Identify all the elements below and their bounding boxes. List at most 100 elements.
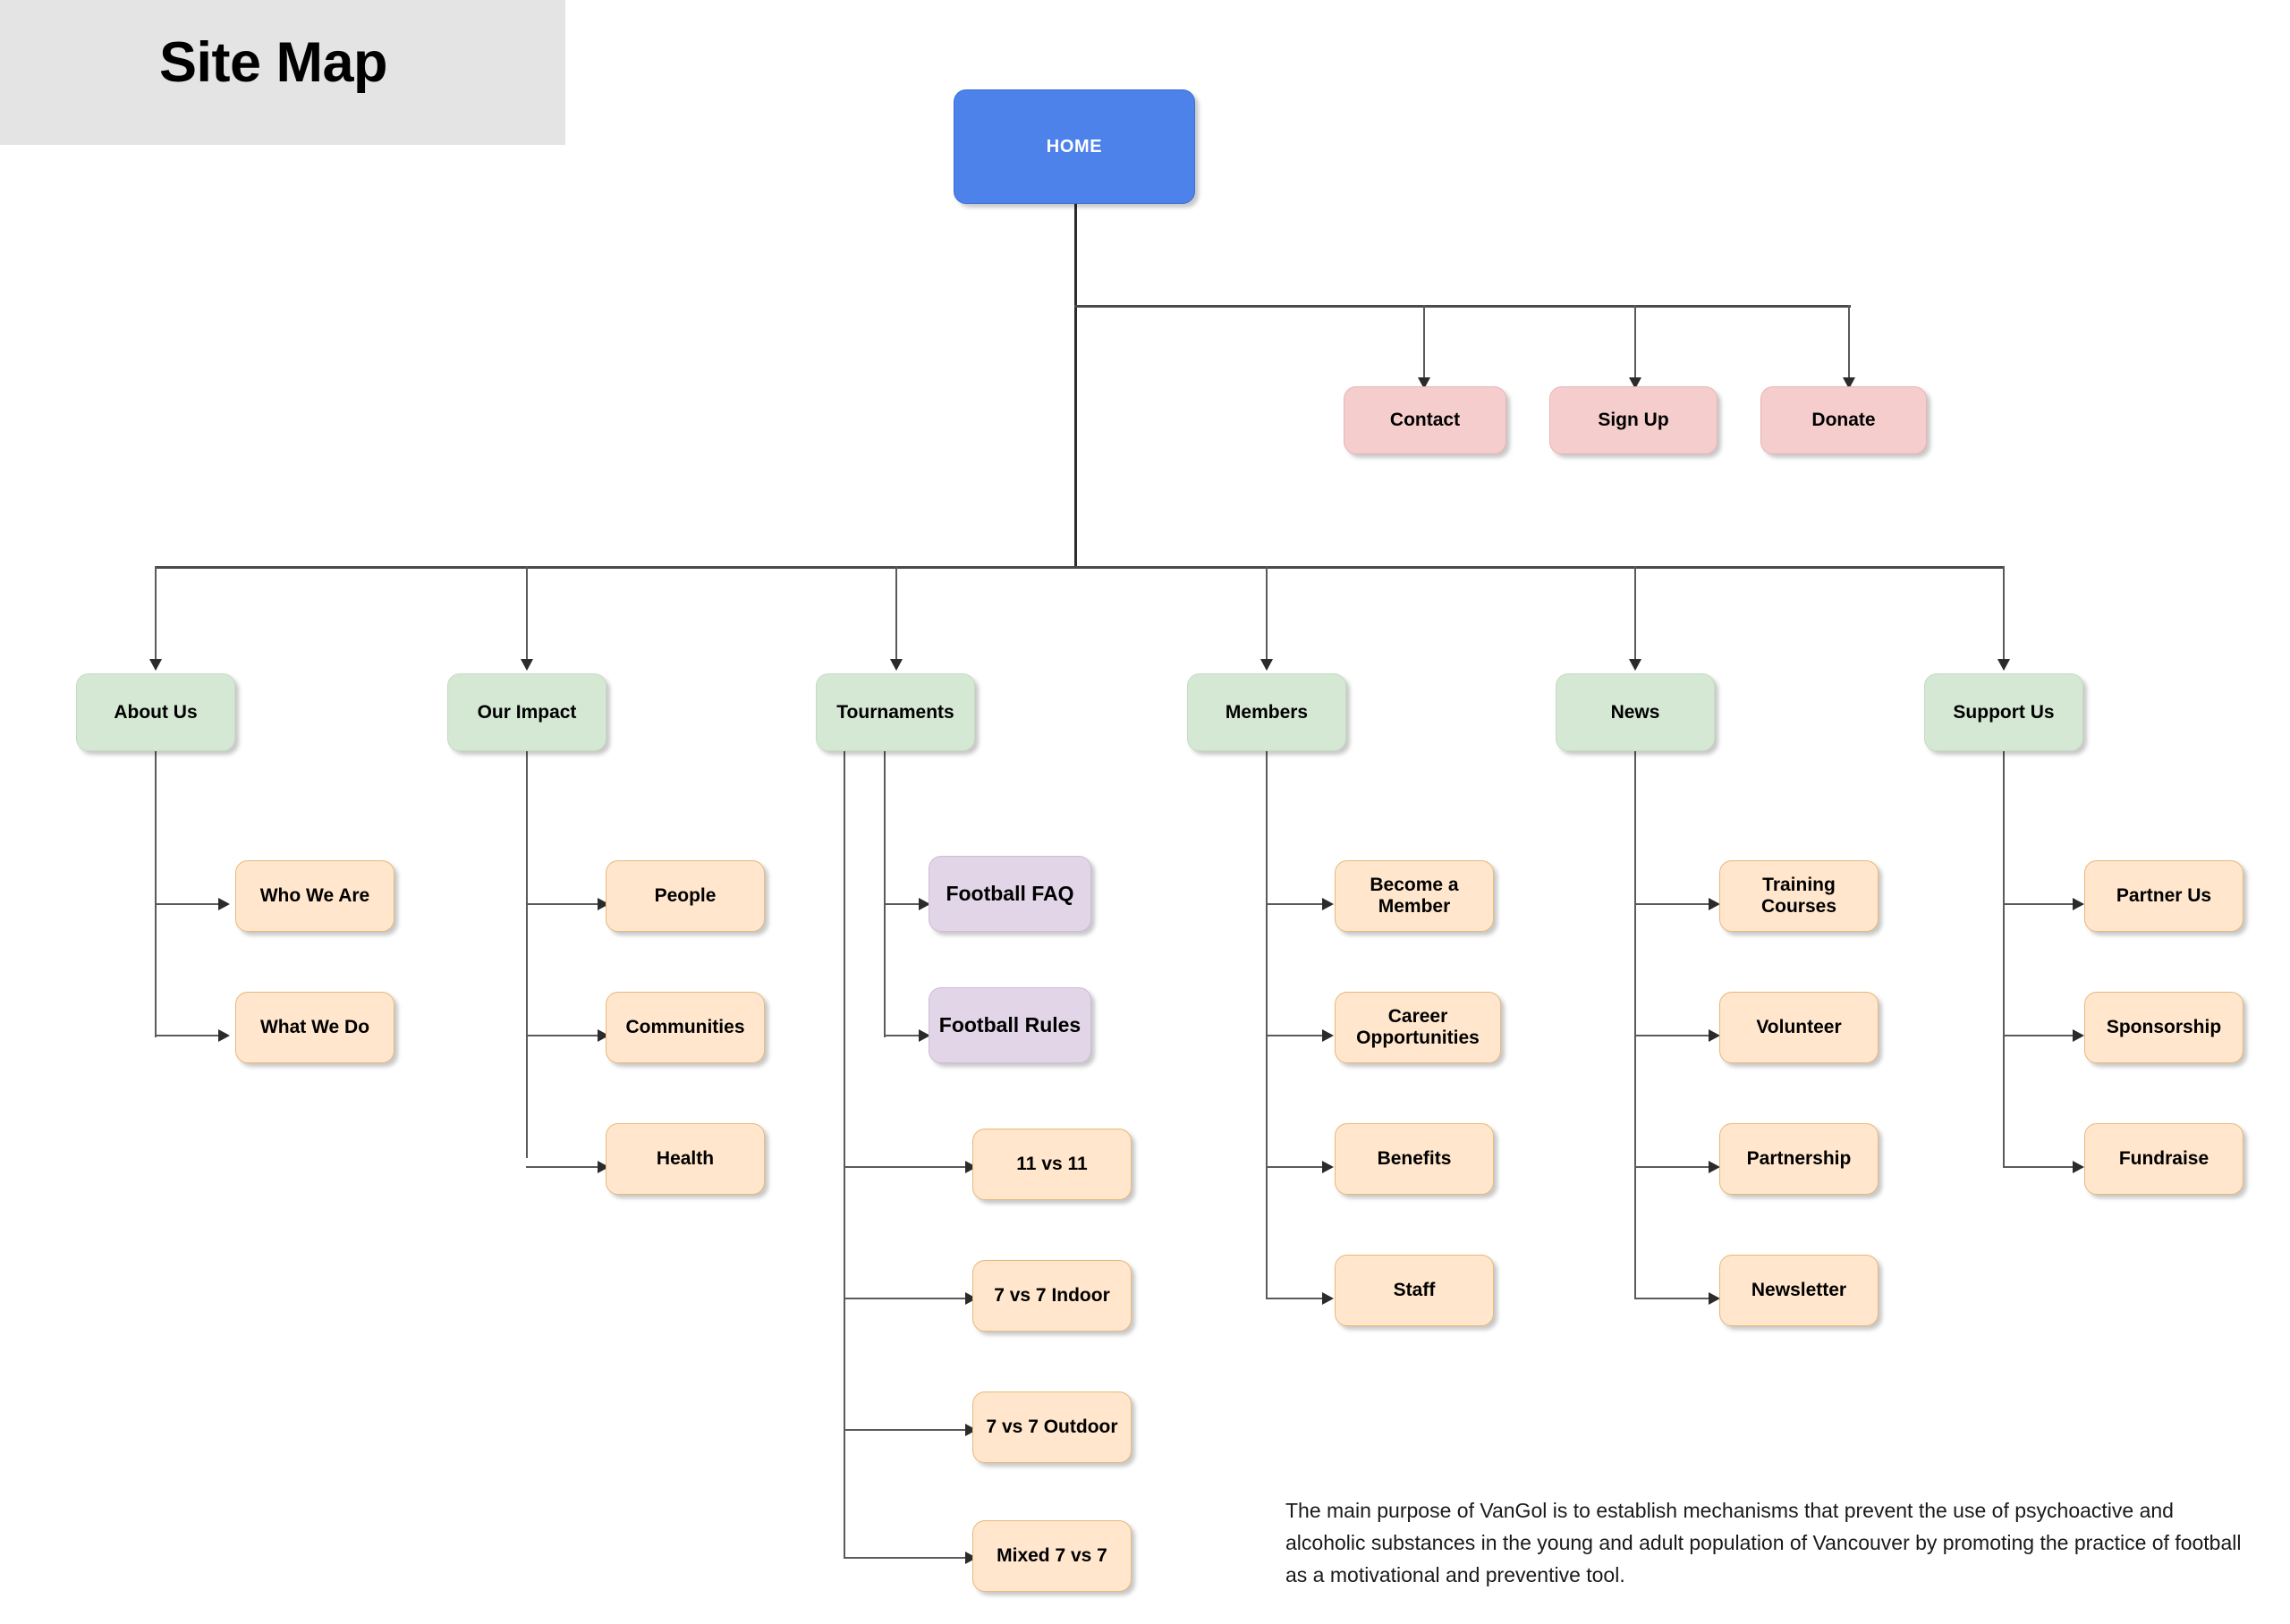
node-donate[interactable]: Donate: [1760, 386, 1927, 454]
node-7-vs-7-outdoor[interactable]: 7 vs 7 Outdoor: [972, 1391, 1132, 1463]
edge-utility-bus: [1074, 305, 1851, 308]
node-health[interactable]: Health: [606, 1123, 765, 1195]
arrowhead-tournaments: [890, 659, 903, 671]
node-fundraise[interactable]: Fundraise: [2084, 1123, 2243, 1195]
edge-to-about-us: [155, 566, 157, 662]
edge-impact-people: [526, 903, 599, 905]
arrowhead-what-we-do: [218, 1029, 230, 1042]
arrowhead-contact: [1418, 377, 1430, 389]
arrowhead-members: [1260, 659, 1273, 671]
arrowhead-training-courses: [1709, 898, 1720, 910]
edge-about-spine: [155, 751, 157, 1037]
arrowhead-partner-us: [2073, 898, 2084, 910]
edge-news-partnership: [1634, 1166, 1710, 1168]
node-newsletter[interactable]: Newsletter: [1719, 1255, 1879, 1326]
node-contact[interactable]: Contact: [1344, 386, 1506, 454]
node-who-we-are[interactable]: Who We Are: [235, 860, 394, 932]
node-football-faq[interactable]: Football FAQ: [929, 856, 1091, 932]
arrowhead-who-we-are: [218, 898, 230, 910]
edge-tournaments-7outdoor: [844, 1429, 967, 1431]
node-football-rules[interactable]: Football Rules: [929, 987, 1091, 1063]
arrowhead-volunteer: [1709, 1029, 1720, 1042]
node-career-opportunities[interactable]: Career Opportunities: [1335, 992, 1501, 1063]
edge-news-newsletter: [1634, 1298, 1710, 1299]
edge-impact-communities: [526, 1035, 599, 1036]
edge-support-spine: [2003, 751, 2005, 1168]
edge-members-spine: [1266, 751, 1268, 1299]
edge-to-members: [1266, 566, 1268, 662]
node-staff[interactable]: Staff: [1335, 1255, 1494, 1326]
edge-support-sponsorship: [2003, 1035, 2074, 1036]
arrowhead-career-opportunities: [1322, 1029, 1334, 1042]
node-partner-us[interactable]: Partner Us: [2084, 860, 2243, 932]
edge-news-volunteer: [1634, 1035, 1710, 1036]
node-training-courses[interactable]: Training Courses: [1719, 860, 1879, 932]
edge-to-tournaments: [895, 566, 897, 662]
node-people[interactable]: People: [606, 860, 765, 932]
node-news[interactable]: News: [1556, 673, 1715, 751]
node-support-us[interactable]: Support Us: [1924, 673, 2083, 751]
edge-news-spine: [1634, 751, 1636, 1299]
edge-members-career: [1266, 1035, 1324, 1036]
edge-to-our-impact: [526, 566, 528, 662]
arrowhead-football-rules: [919, 1029, 930, 1042]
edge-to-support-us: [2003, 566, 2005, 662]
edge-about-who: [155, 903, 220, 905]
edge-members-benefits: [1266, 1166, 1324, 1168]
edge-to-contact: [1423, 305, 1425, 381]
arrowhead-staff: [1322, 1292, 1334, 1305]
arrowhead-newsletter: [1709, 1292, 1720, 1305]
node-sign-up[interactable]: Sign Up: [1549, 386, 1718, 454]
arrowhead-sponsorship: [2073, 1029, 2084, 1042]
node-volunteer[interactable]: Volunteer: [1719, 992, 1879, 1063]
edge-support-fundraise: [2003, 1166, 2074, 1168]
arrowhead-football-faq: [919, 898, 930, 910]
node-our-impact[interactable]: Our Impact: [447, 673, 606, 751]
node-partnership[interactable]: Partnership: [1719, 1123, 1879, 1195]
edge-support-partner: [2003, 903, 2074, 905]
edge-members-staff: [1266, 1298, 1324, 1299]
edge-impact-spine: [526, 751, 528, 1158]
arrowhead-become-a-member: [1322, 898, 1334, 910]
node-7-vs-7-indoor[interactable]: 7 vs 7 Indoor: [972, 1260, 1132, 1332]
arrowhead-news: [1629, 659, 1641, 671]
title-banner: [0, 0, 565, 145]
edge-news-training: [1634, 903, 1710, 905]
edge-members-become: [1266, 903, 1324, 905]
edge-tournaments-faq: [884, 903, 920, 905]
edge-tournaments-rules-spine: [884, 751, 886, 1037]
edge-tournaments-formats-spine: [844, 751, 845, 1559]
arrowhead-our-impact: [521, 659, 533, 671]
node-tournaments[interactable]: Tournaments: [816, 673, 975, 751]
edge-impact-health: [526, 1166, 599, 1168]
arrowhead-support-us: [1997, 659, 2010, 671]
edge-about-what: [155, 1035, 220, 1036]
edge-tournaments-rules: [884, 1035, 920, 1036]
node-become-a-member[interactable]: Become a Member: [1335, 860, 1494, 932]
node-mixed-7-vs-7[interactable]: Mixed 7 vs 7: [972, 1520, 1132, 1592]
node-11-vs-11[interactable]: 11 vs 11: [972, 1129, 1132, 1200]
node-communities[interactable]: Communities: [606, 992, 765, 1063]
edge-to-news: [1634, 566, 1636, 662]
edge-section-bus: [155, 566, 2003, 569]
node-what-we-do[interactable]: What We Do: [235, 992, 394, 1063]
node-home[interactable]: HOME: [954, 89, 1195, 204]
node-members[interactable]: Members: [1187, 673, 1346, 751]
arrowhead-donate: [1843, 377, 1855, 389]
arrowhead-partnership: [1709, 1161, 1720, 1173]
page-title: Site Map: [159, 31, 388, 94]
node-sponsorship[interactable]: Sponsorship: [2084, 992, 2243, 1063]
edge-tournaments-7indoor: [844, 1298, 967, 1299]
arrowhead-benefits: [1322, 1161, 1334, 1173]
node-benefits[interactable]: Benefits: [1335, 1123, 1494, 1195]
node-about-us[interactable]: About Us: [76, 673, 235, 751]
edge-home-trunk: [1074, 204, 1077, 569]
edge-to-donate: [1848, 305, 1850, 381]
arrowhead-signup: [1629, 377, 1641, 389]
edge-to-signup: [1634, 305, 1636, 381]
edge-tournaments-11v11: [844, 1166, 967, 1168]
edge-tournaments-mixed: [844, 1557, 967, 1559]
arrowhead-about-us: [149, 659, 162, 671]
arrowhead-fundraise: [2073, 1161, 2084, 1173]
